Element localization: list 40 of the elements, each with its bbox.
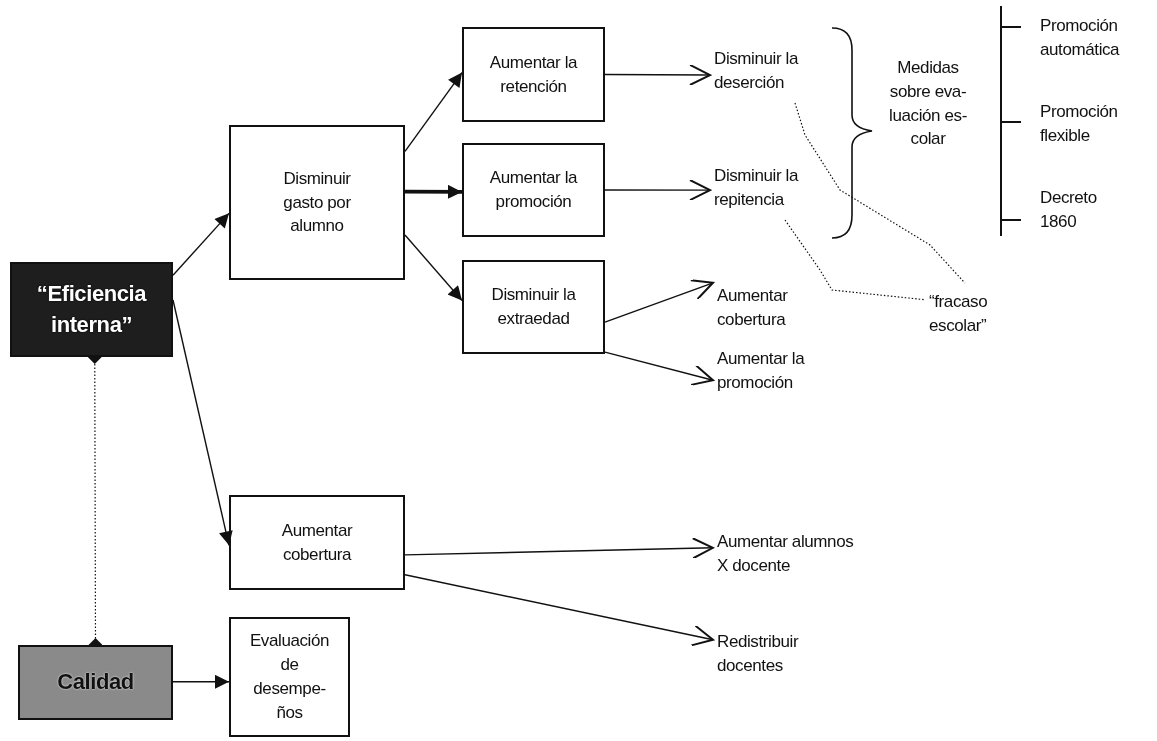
node-text: Disminuir gasto por alumno (282, 167, 352, 238)
node-text: “Eficiencia interna” (35, 279, 148, 339)
node-text: Disminuir la extraedad (490, 284, 577, 330)
node-text: Aumentar alumnos X docente (717, 531, 855, 577)
node-text: Aumentar la promoción (717, 347, 806, 394)
process-box (229, 495, 405, 590)
shaded-box (18, 645, 173, 720)
node-text: Aumentar la promoción (488, 167, 579, 213)
process-box (462, 143, 605, 237)
node-text: Calidad (57, 668, 134, 697)
node-text: Disminuir la repitencia (714, 164, 800, 211)
process-box (462, 27, 605, 122)
process-box (229, 125, 405, 280)
highlighted-box (10, 262, 173, 357)
connector-line (794, 102, 966, 284)
arrow (404, 234, 463, 302)
node-text: Evaluación de desempe- ños (248, 630, 331, 724)
connector-line (784, 219, 926, 301)
arrow (604, 179, 711, 202)
process-box (462, 260, 605, 354)
node-text: Disminuir la deserción (714, 47, 800, 94)
label-text: Medidas sobre eva- luación es- colar (888, 57, 968, 151)
arrow (604, 279, 714, 323)
node-text: “fracaso escolar” (929, 291, 989, 337)
arrow (172, 674, 230, 689)
label-text: Promoción automática (1040, 15, 1121, 61)
node-text: Aumentar la retención (488, 51, 579, 98)
arrow (404, 71, 463, 153)
arrow (604, 351, 714, 386)
label-text: Promoción flexible (1040, 101, 1119, 147)
arrow (404, 574, 714, 647)
label-text: Decreto 1860 (1040, 187, 1098, 233)
arrow (404, 537, 714, 560)
process-box (229, 617, 350, 737)
node-text: Aumentar cobertura (717, 284, 789, 331)
node-text: Redistribuir docentes (717, 631, 800, 677)
node-text: Aumentar cobertura (280, 519, 354, 566)
arrow (405, 184, 462, 199)
arrow (604, 63, 711, 86)
arrow (172, 212, 230, 276)
